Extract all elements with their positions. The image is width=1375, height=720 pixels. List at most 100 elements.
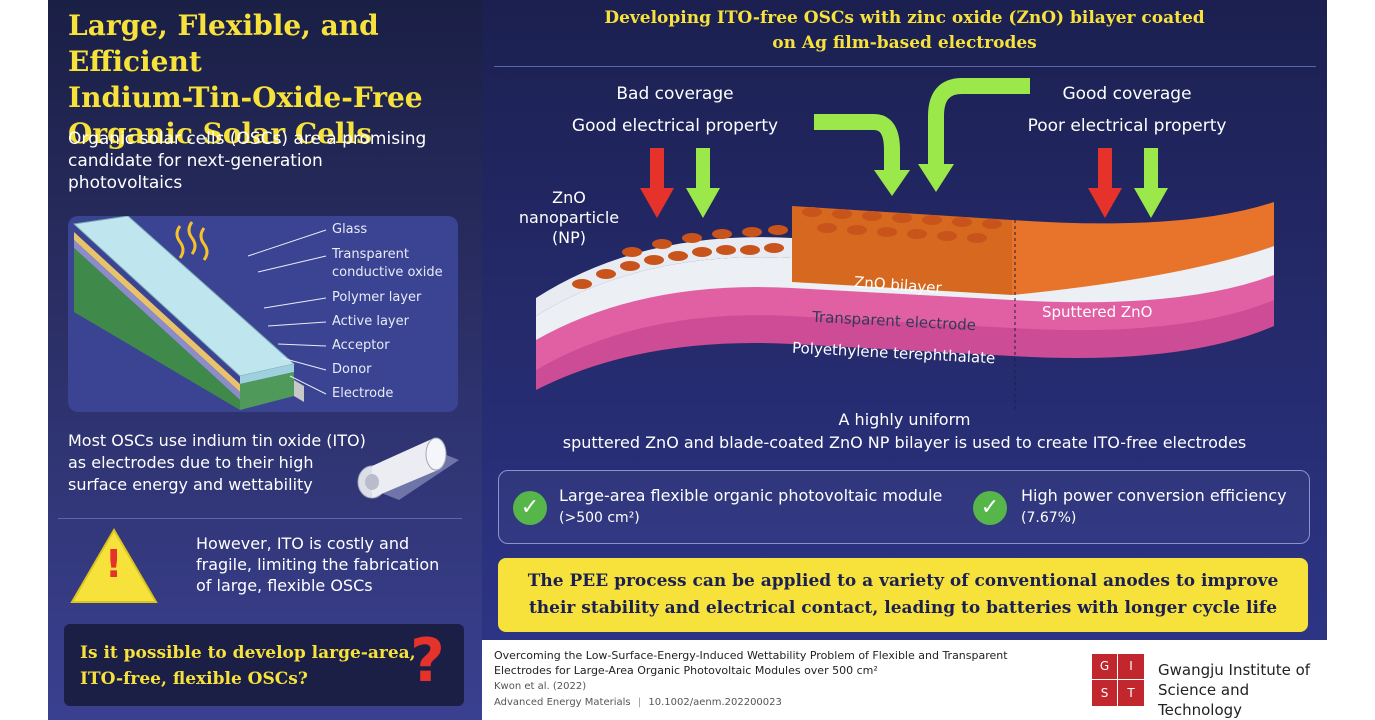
warning-icon bbox=[70, 528, 158, 603]
question-box: Is it possible to develop large-area, IT… bbox=[64, 624, 464, 706]
divider bbox=[494, 66, 1316, 67]
uniform-line: sputtered ZnO and blade-coated ZnO NP bi… bbox=[562, 433, 1247, 452]
left-title-line: Indium-Tin-Oxide-Free bbox=[68, 81, 423, 114]
callout-line bbox=[267, 321, 327, 327]
warning-text: However, ITO is costly and fragile, limi… bbox=[196, 533, 439, 596]
benefit-item: Large-area flexible organic photovoltaic… bbox=[559, 485, 942, 529]
callout-line bbox=[263, 297, 327, 309]
heat-wave bbox=[199, 227, 209, 261]
callout-line bbox=[281, 357, 327, 371]
conclusion-line: their stability and electrical contact, … bbox=[528, 598, 1278, 618]
label-acceptor: Acceptor bbox=[332, 338, 390, 353]
benefit-value: (>500 cm²) bbox=[559, 510, 640, 526]
doi-link[interactable]: 10.1002/aenm.202200023 bbox=[648, 697, 782, 708]
device-stack-box: Glass Transparent conductive oxide Polym… bbox=[68, 215, 458, 412]
left-property-text: Bad coverage Good electrical property bbox=[570, 78, 780, 142]
right-panel: Developing ITO-free OSCs with zinc oxide… bbox=[482, 0, 1327, 640]
sputtered-zno-label: Sputtered ZnO bbox=[1042, 303, 1153, 321]
curved-green-arrow-icon bbox=[918, 78, 1030, 192]
uniform-text: A highly uniform sputtered ZnO and blade… bbox=[482, 408, 1327, 454]
journal-name: Advanced Energy Materials bbox=[494, 697, 631, 708]
ito-text: Most OSCs use indium tin oxide (ITO) as … bbox=[68, 430, 366, 496]
left-title: Large, Flexible, and Efficient Indium-Ti… bbox=[68, 8, 482, 152]
left-panel: Large, Flexible, and Efficient Indium-Ti… bbox=[48, 0, 482, 720]
green-arrow-icon bbox=[1134, 148, 1168, 218]
label-glass: Glass bbox=[332, 222, 368, 237]
pet-layer bbox=[536, 275, 1274, 390]
bilayer-illustration bbox=[536, 78, 1274, 410]
right-title-line: on Ag film-based electrodes bbox=[772, 33, 1037, 53]
sputtered-zno-layer bbox=[1012, 202, 1274, 295]
label-transparent: Transparent bbox=[332, 247, 409, 262]
paper-title-line: Electrodes for Large-Area Organic Photov… bbox=[494, 664, 878, 677]
intro-line: photovoltaics bbox=[68, 173, 183, 193]
intro-line: candidate for next-generation bbox=[68, 151, 323, 171]
divider bbox=[58, 518, 462, 519]
uniform-line: A highly uniform bbox=[838, 410, 971, 429]
question-mark-icon: ? bbox=[410, 626, 445, 696]
left-title-line: Organic Solar Cells bbox=[68, 117, 372, 150]
label-active: Active layer bbox=[332, 314, 409, 329]
label-polymer: Polymer layer bbox=[332, 290, 422, 305]
right-title: Developing ITO-free OSCs with zinc oxide… bbox=[482, 6, 1327, 56]
right-title-line: Developing ITO-free OSCs with zinc oxide… bbox=[604, 8, 1205, 28]
question-line: ITO-free, flexible OSCs? bbox=[80, 669, 308, 689]
institute-line: Gwangju Institute of bbox=[1158, 661, 1311, 679]
citation-footer: Overcoming the Low-Surface-Energy-Induce… bbox=[482, 640, 1327, 720]
callout-line bbox=[247, 229, 327, 257]
electrode-edge bbox=[294, 380, 304, 402]
checkmark-icon: ✓ bbox=[973, 491, 1007, 525]
heat-wave bbox=[187, 221, 197, 255]
tco-layer bbox=[74, 232, 240, 392]
warning-mark: ! bbox=[105, 542, 123, 586]
bad-coverage-label: Bad coverage bbox=[616, 84, 734, 104]
conclusion-line: The PEE process can be applied to a vari… bbox=[527, 571, 1279, 591]
intro-line: Organic solar cells (OSCs) are a promisi… bbox=[68, 129, 427, 149]
benefit-item: High power conversion efficiency (7.67%) bbox=[1021, 485, 1287, 529]
checkmark-icon: ✓ bbox=[513, 491, 547, 525]
zno-np-label: ZnO nanoparticle (NP) bbox=[494, 188, 644, 248]
ito-roll-icon bbox=[357, 437, 459, 500]
logo-letter: G bbox=[1092, 654, 1117, 679]
warning-line: of large, flexible OSCs bbox=[196, 576, 373, 595]
device-stack-illustration bbox=[72, 215, 327, 410]
benefit-title: Large-area flexible organic photovoltaic… bbox=[559, 486, 943, 505]
label-conductive-oxide: conductive oxide bbox=[332, 265, 443, 280]
right-property-text: Good coverage Poor electrical property bbox=[1022, 78, 1232, 142]
zno-np-line: ZnO bbox=[552, 188, 586, 207]
active-edge bbox=[240, 372, 294, 410]
curved-green-arrow-icon bbox=[814, 114, 910, 196]
authors: Kwon et al. (2022) bbox=[494, 681, 587, 692]
label-donor: Donor bbox=[332, 362, 372, 377]
warning-line: fragile, limiting the fabrication bbox=[196, 555, 440, 574]
ito-line: Most OSCs use indium tin oxide (ITO) bbox=[68, 431, 366, 450]
zno-bilayer-block bbox=[792, 206, 1012, 295]
question-text: Is it possible to develop large-area, IT… bbox=[80, 640, 416, 692]
zno-np-line: (NP) bbox=[551, 228, 587, 247]
active-layer bbox=[74, 248, 240, 410]
conclusion-box: The PEE process can be applied to a vari… bbox=[498, 558, 1308, 632]
institute-line: Science and Technology bbox=[1158, 681, 1250, 719]
callout-line bbox=[277, 343, 327, 347]
logo-letter: I bbox=[1118, 654, 1144, 679]
zno-nanoparticles bbox=[572, 207, 1002, 289]
paper-title: Overcoming the Low-Surface-Energy-Induce… bbox=[494, 648, 1008, 678]
green-arrow-icon bbox=[686, 148, 720, 218]
intro-text: Organic solar cells (OSCs) are a promisi… bbox=[68, 128, 468, 194]
glass-edge bbox=[240, 364, 294, 384]
benefit-title: High power conversion efficiency bbox=[1021, 486, 1287, 505]
heat-wave bbox=[175, 225, 185, 259]
red-arrow-icon bbox=[640, 148, 674, 218]
logo-letter: S bbox=[1092, 680, 1117, 706]
benefits-box: ✓ Large-area flexible organic photovolta… bbox=[498, 470, 1310, 544]
polymer-layer bbox=[74, 240, 240, 400]
good-electrical-label: Good electrical property bbox=[571, 116, 779, 136]
zno-np-line: nanoparticle bbox=[518, 208, 620, 227]
journal: Advanced Energy Materials | 10.1002/aenm… bbox=[494, 697, 782, 708]
benefit-value: (7.67%) bbox=[1021, 510, 1077, 526]
warning-line: However, ITO is costly and bbox=[196, 534, 410, 553]
ito-line: as electrodes due to their high bbox=[68, 453, 314, 472]
institute-name: Gwangju Institute of Science and Technol… bbox=[1158, 660, 1327, 720]
paper-title-line: Overcoming the Low-Surface-Energy-Induce… bbox=[494, 649, 1008, 662]
poor-electrical-label: Poor electrical property bbox=[1027, 116, 1227, 136]
